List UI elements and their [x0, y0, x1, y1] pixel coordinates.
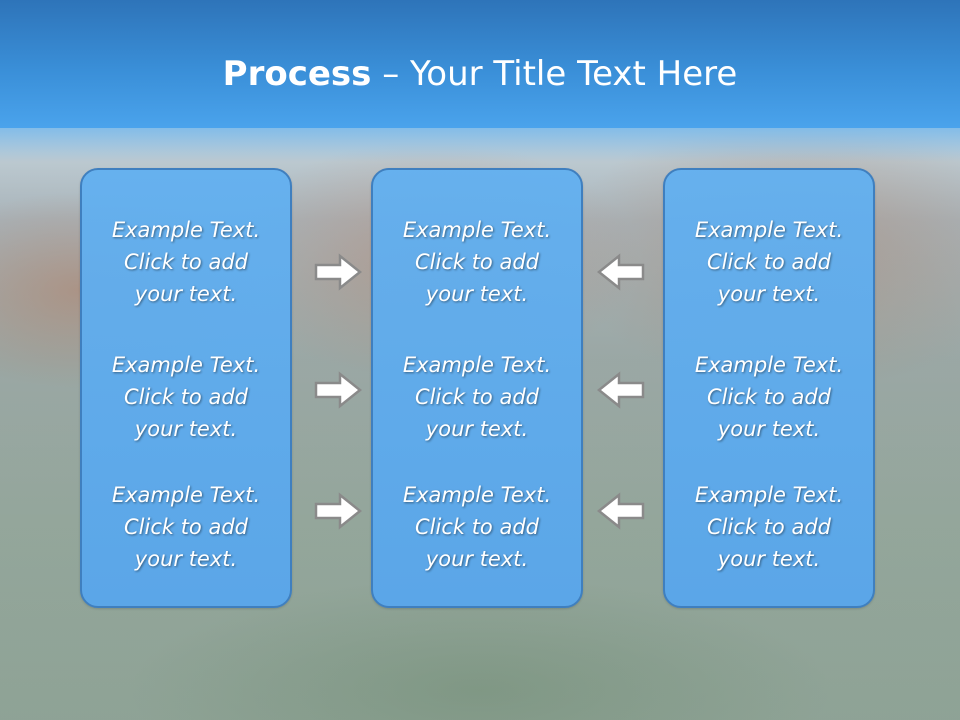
placeholder-line: Example Text. — [402, 218, 552, 242]
title-bold-text: Process — [222, 54, 372, 94]
placeholder-line: your text. — [717, 282, 821, 306]
placeholder-line: your text. — [425, 417, 529, 441]
placeholder-line: your text. — [134, 417, 238, 441]
text-placeholder[interactable]: Example Text. Click to add your text. — [373, 479, 581, 575]
text-placeholder[interactable]: Example Text. Click to add your text. — [82, 349, 290, 445]
placeholder-line: Click to add — [414, 250, 539, 274]
placeholder-line: Example Text. — [402, 353, 552, 377]
title-banner — [0, 0, 960, 162]
text-placeholder[interactable]: Example Text. Click to add your text. — [82, 479, 290, 575]
placeholder-line: your text. — [134, 547, 238, 571]
placeholder-line: Example Text. — [111, 353, 261, 377]
placeholder-line: Example Text. — [694, 353, 844, 377]
placeholder-line: Example Text. — [111, 218, 261, 242]
process-box-left[interactable]: Example Text. Click to add your text. Ex… — [80, 168, 292, 608]
text-placeholder[interactable]: Example Text. Click to add your text. — [665, 214, 873, 310]
placeholder-line: Example Text. — [694, 218, 844, 242]
text-placeholder[interactable]: Example Text. Click to add your text. — [373, 349, 581, 445]
placeholder-line: Example Text. — [694, 483, 844, 507]
left-arrow-icon[interactable] — [597, 252, 645, 292]
placeholder-line: Click to add — [414, 385, 539, 409]
title-rest-text: Your Title Text Here — [410, 54, 738, 94]
placeholder-line: Click to add — [706, 515, 831, 539]
text-placeholder[interactable]: Example Text. Click to add your text. — [373, 214, 581, 310]
placeholder-line: your text. — [717, 417, 821, 441]
placeholder-line: Click to add — [123, 250, 248, 274]
text-placeholder[interactable]: Example Text. Click to add your text. — [665, 349, 873, 445]
right-arrow-icon[interactable] — [314, 370, 362, 410]
right-arrow-icon[interactable] — [314, 252, 362, 292]
placeholder-line: Click to add — [706, 250, 831, 274]
placeholder-line: Example Text. — [111, 483, 261, 507]
process-box-right[interactable]: Example Text. Click to add your text. Ex… — [663, 168, 875, 608]
placeholder-line: Click to add — [123, 515, 248, 539]
placeholder-line: your text. — [134, 282, 238, 306]
placeholder-line: Click to add — [706, 385, 831, 409]
slide-title[interactable]: Process – Your Title Text Here — [0, 52, 960, 96]
placeholder-line: Click to add — [123, 385, 248, 409]
text-placeholder[interactable]: Example Text. Click to add your text. — [82, 214, 290, 310]
placeholder-line: your text. — [425, 547, 529, 571]
left-arrow-icon[interactable] — [597, 370, 645, 410]
placeholder-line: your text. — [717, 547, 821, 571]
text-placeholder[interactable]: Example Text. Click to add your text. — [665, 479, 873, 575]
process-box-center[interactable]: Example Text. Click to add your text. Ex… — [371, 168, 583, 608]
placeholder-line: your text. — [425, 282, 529, 306]
placeholder-line: Example Text. — [402, 483, 552, 507]
right-arrow-icon[interactable] — [314, 491, 362, 531]
left-arrow-icon[interactable] — [597, 491, 645, 531]
title-separator: – — [371, 54, 411, 94]
placeholder-line: Click to add — [414, 515, 539, 539]
